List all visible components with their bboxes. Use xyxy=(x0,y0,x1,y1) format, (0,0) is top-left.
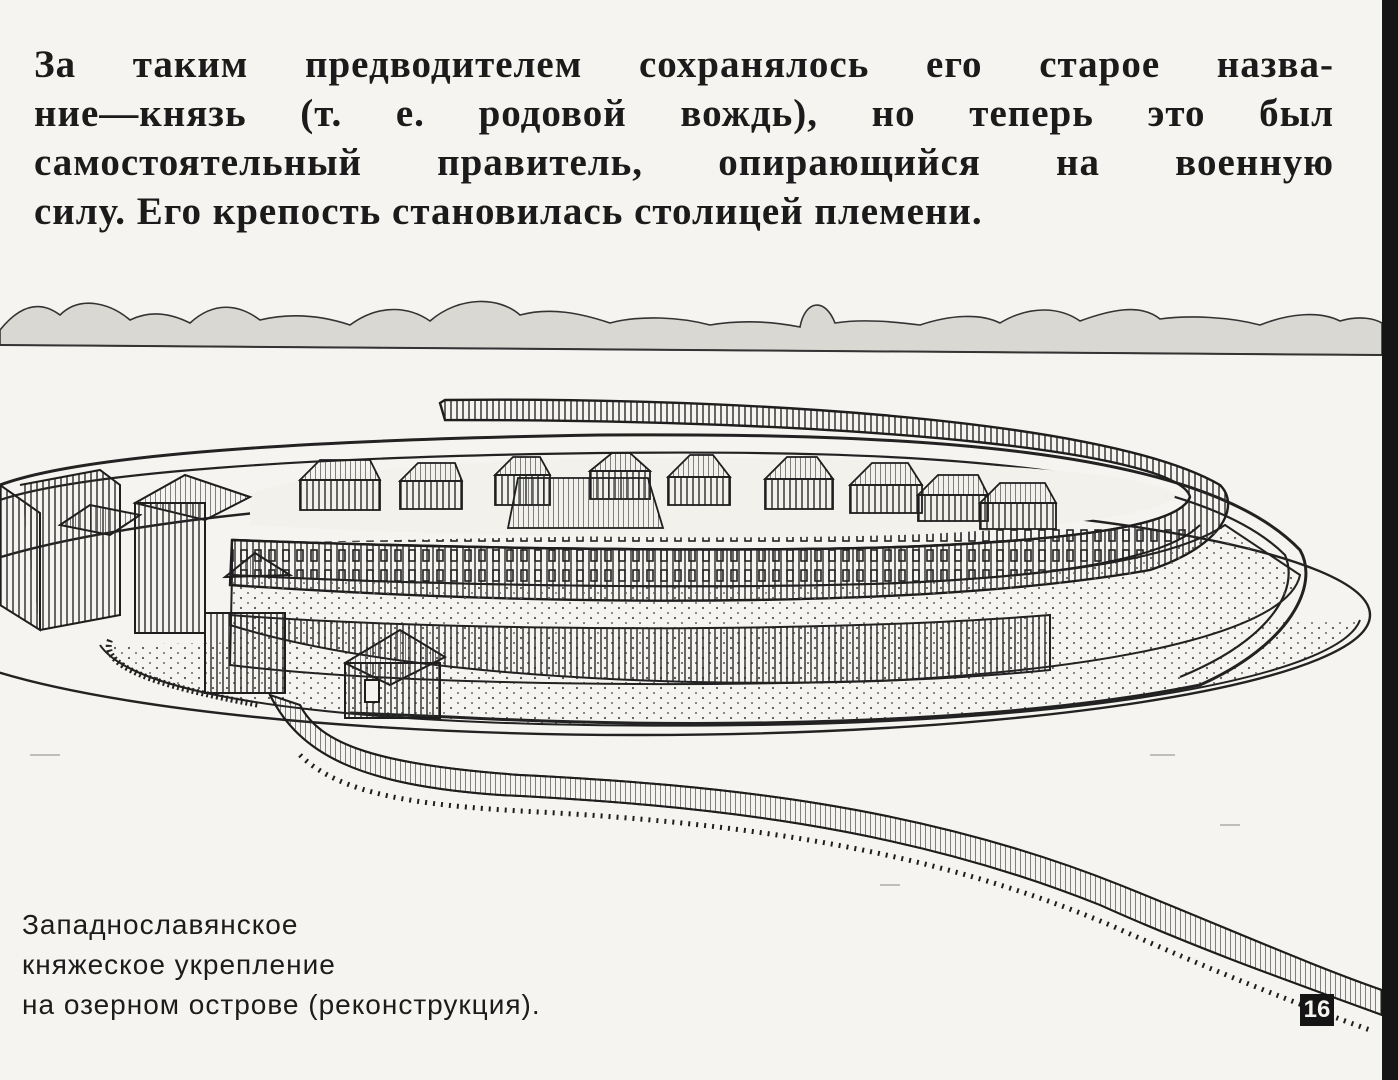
frame-number-badge: 16 xyxy=(1300,994,1334,1026)
gatehouse xyxy=(342,628,448,719)
film-edge xyxy=(1382,0,1398,1080)
caption-line: на озерном острове (реконструкция). xyxy=(22,989,541,1020)
courtyard-houses xyxy=(297,452,1058,530)
illustration-caption: Западнославянское княжеское укрепление н… xyxy=(22,905,722,1025)
text-line: самостоятельный правитель, опирающийся н… xyxy=(34,141,1334,184)
causeway xyxy=(268,693,1382,1033)
fortress-illustration xyxy=(0,300,1382,1033)
text-line: За таким предводителем сохранялось его с… xyxy=(34,43,1334,86)
text-line: ние—князь (т. е. родовой вождь), но тепе… xyxy=(34,92,1334,135)
narrative-text: За таким предводителем сохранялось его с… xyxy=(34,40,1334,236)
gate-towers xyxy=(0,468,294,694)
lake-water xyxy=(30,754,1240,886)
far-shoreline xyxy=(0,300,1382,356)
text-line: силу. Его крепость становилась столицей … xyxy=(34,190,983,233)
caption-line: Западнославянское xyxy=(22,909,299,940)
caption-line: княжеское укрепление xyxy=(22,949,336,980)
